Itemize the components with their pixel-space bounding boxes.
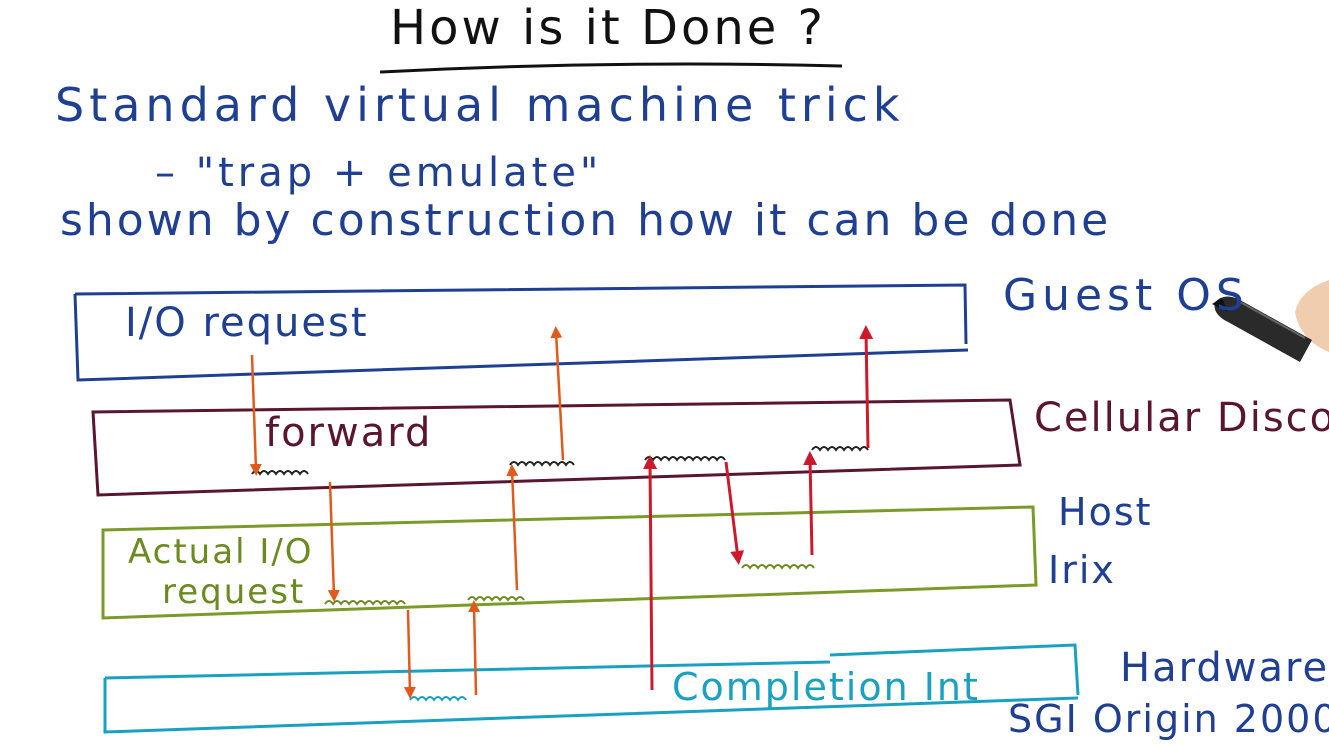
marker-pen-icon (1212, 280, 1329, 362)
host-irix-box (101, 505, 1038, 620)
cellular-disco-inner-label: forward (265, 410, 433, 456)
note-line-1: Standard virtual machine trick (55, 78, 905, 132)
host-irix-inner-label-2: request (162, 572, 306, 612)
guest-os-side-label: Guest OS (1003, 270, 1249, 321)
squiggle (509, 461, 575, 467)
arrow-up-from-hw (468, 600, 481, 696)
hardware-side-label-1: Hardware (1120, 645, 1329, 691)
arrow-completion-int-up (643, 455, 658, 691)
title-underline (379, 62, 843, 74)
host-irix-side-label-1: Host (1058, 490, 1153, 534)
arrow-up-to-disco-1 (506, 464, 519, 591)
arrow-up-to-guest-2 (859, 325, 874, 449)
cellular-disco-box (91, 398, 1022, 497)
squiggle (467, 596, 525, 602)
arrow-down-to-host (724, 461, 745, 565)
note-line-2: – "trap + emulate" (155, 150, 603, 196)
squiggle (741, 564, 815, 570)
guest-os-box (73, 283, 969, 382)
arrow-up-to-guest (550, 326, 565, 461)
note-line-3: shown by construction how it can be done (60, 195, 1112, 246)
arrow-forward-down (327, 481, 340, 602)
squiggle (251, 470, 309, 476)
squiggle (324, 600, 406, 606)
squiggle (811, 446, 869, 452)
host-irix-side-label-2: Irix (1048, 548, 1116, 592)
arrow-down-to-hw (403, 609, 416, 699)
arrow-io-request-down (249, 354, 262, 476)
page-title: How is it Done ? (390, 0, 827, 56)
arrow-up-to-disco-2 (803, 451, 818, 556)
squiggle (409, 696, 467, 702)
host-irix-inner-label-1: Actual I/O (128, 532, 314, 572)
squiggle (644, 456, 726, 462)
hardware-inner-label: Completion Int (672, 665, 980, 709)
hardware-side-label-2: SGI Origin 2000 (1008, 697, 1329, 741)
guest-os-inner-label: I/O request (125, 300, 369, 346)
hardware-box (103, 643, 1080, 734)
cellular-disco-side-label: Cellular Disco (1034, 395, 1329, 441)
